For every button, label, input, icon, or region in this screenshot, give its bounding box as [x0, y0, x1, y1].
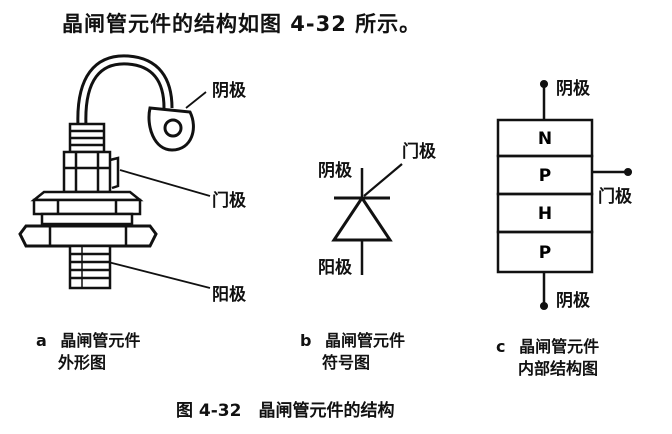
panel-b-caption-line2: 符号图 [322, 353, 371, 372]
panel-c-caption-line2: 内部结构图 [518, 359, 599, 378]
thyristor-outline-drawing [18, 54, 195, 290]
panel-b-gate-label: 门极 [402, 142, 436, 162]
panel-a-caption-line2: 外形图 [58, 353, 107, 372]
thyristor-layer-stack [496, 79, 633, 311]
panel-c-caption-line1: 晶闸管元件 [519, 337, 600, 356]
thyristor-symbol [331, 163, 403, 275]
panel-a-caption-letter: a [36, 331, 47, 350]
panel-b-anode-label: 阳极 [318, 258, 352, 278]
figure-caption: 图 4-32 晶闸管元件的结构 [176, 401, 395, 421]
panel-b-caption-line1: 晶闸管元件 [325, 331, 406, 350]
intro-text: 晶闸管元件的结构如图 4-32 所示。 [62, 12, 422, 36]
layer-label-3: H [538, 204, 552, 224]
panel-a-anode-label: 阳极 [212, 285, 246, 305]
panel-a-caption: a 晶闸管元件 外形图 [36, 330, 140, 374]
panel-c-caption-letter: c [496, 337, 506, 356]
panel-c-gate-label: 门极 [598, 187, 632, 207]
panel-a-leaders [107, 91, 211, 289]
panel-c-top-cathode-label: 阴极 [556, 79, 590, 99]
layer-labels: N P H P [538, 129, 552, 263]
panel-c-caption: c 晶闸管元件 内部结构图 [496, 336, 599, 380]
layer-label-2: P [539, 166, 551, 186]
panel-c-bottom-cathode-label: 阴极 [556, 291, 590, 311]
panel-b-caption-letter: b [300, 331, 312, 350]
panel-b-caption: b 晶闸管元件 符号图 [300, 330, 405, 374]
layer-label-1: N [538, 129, 552, 149]
panel-a-cathode-label: 阴极 [212, 81, 246, 101]
panel-b-cathode-label: 阴极 [318, 161, 352, 181]
layer-label-4: P [539, 243, 551, 263]
panel-a-caption-line1: 晶闸管元件 [60, 331, 141, 350]
panel-a-gate-label: 门极 [212, 191, 246, 211]
